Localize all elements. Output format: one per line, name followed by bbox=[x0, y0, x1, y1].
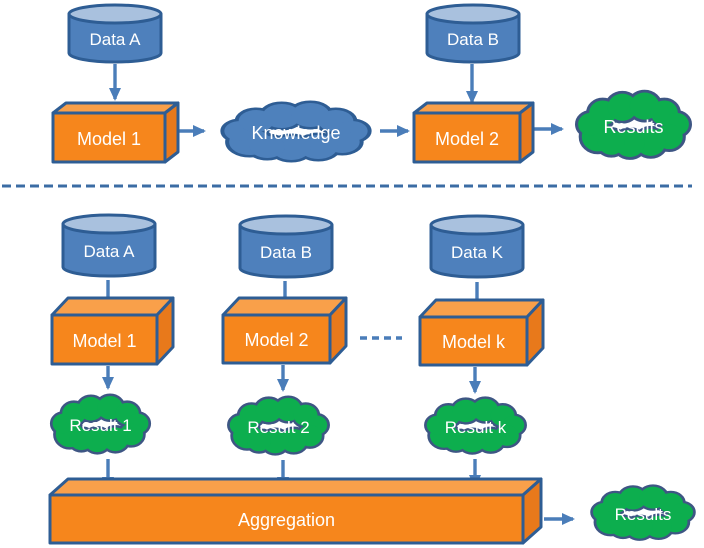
top-model-1-box: Model 1 bbox=[51, 101, 180, 164]
bottom-model-k-box: Model k bbox=[418, 298, 545, 367]
aggregation-bar: Aggregation bbox=[48, 477, 543, 545]
bottom-data-b-cylinder: Data B bbox=[237, 213, 335, 279]
top-data-a-cylinder: Data A bbox=[66, 2, 164, 64]
bottom-data-k-cylinder: Data K bbox=[428, 213, 526, 279]
knowledge-cloud: Knowledge bbox=[210, 99, 382, 167]
top-model-2-box: Model 2 bbox=[412, 101, 535, 164]
bottom-model-1-box: Model 1 bbox=[50, 296, 175, 366]
top-results-cloud: Results bbox=[567, 88, 700, 165]
bottom-results-cloud: Results bbox=[583, 483, 703, 545]
top-data-b-cylinder: Data B bbox=[424, 2, 522, 64]
result-1-cloud: Result 1 bbox=[43, 392, 158, 459]
result-2-cloud: Result 2 bbox=[220, 394, 337, 460]
bottom-data-a-cylinder: Data A bbox=[60, 212, 158, 278]
bottom-model-2-box: Model 2 bbox=[221, 296, 348, 365]
result-k-cloud: Result k bbox=[417, 395, 534, 459]
